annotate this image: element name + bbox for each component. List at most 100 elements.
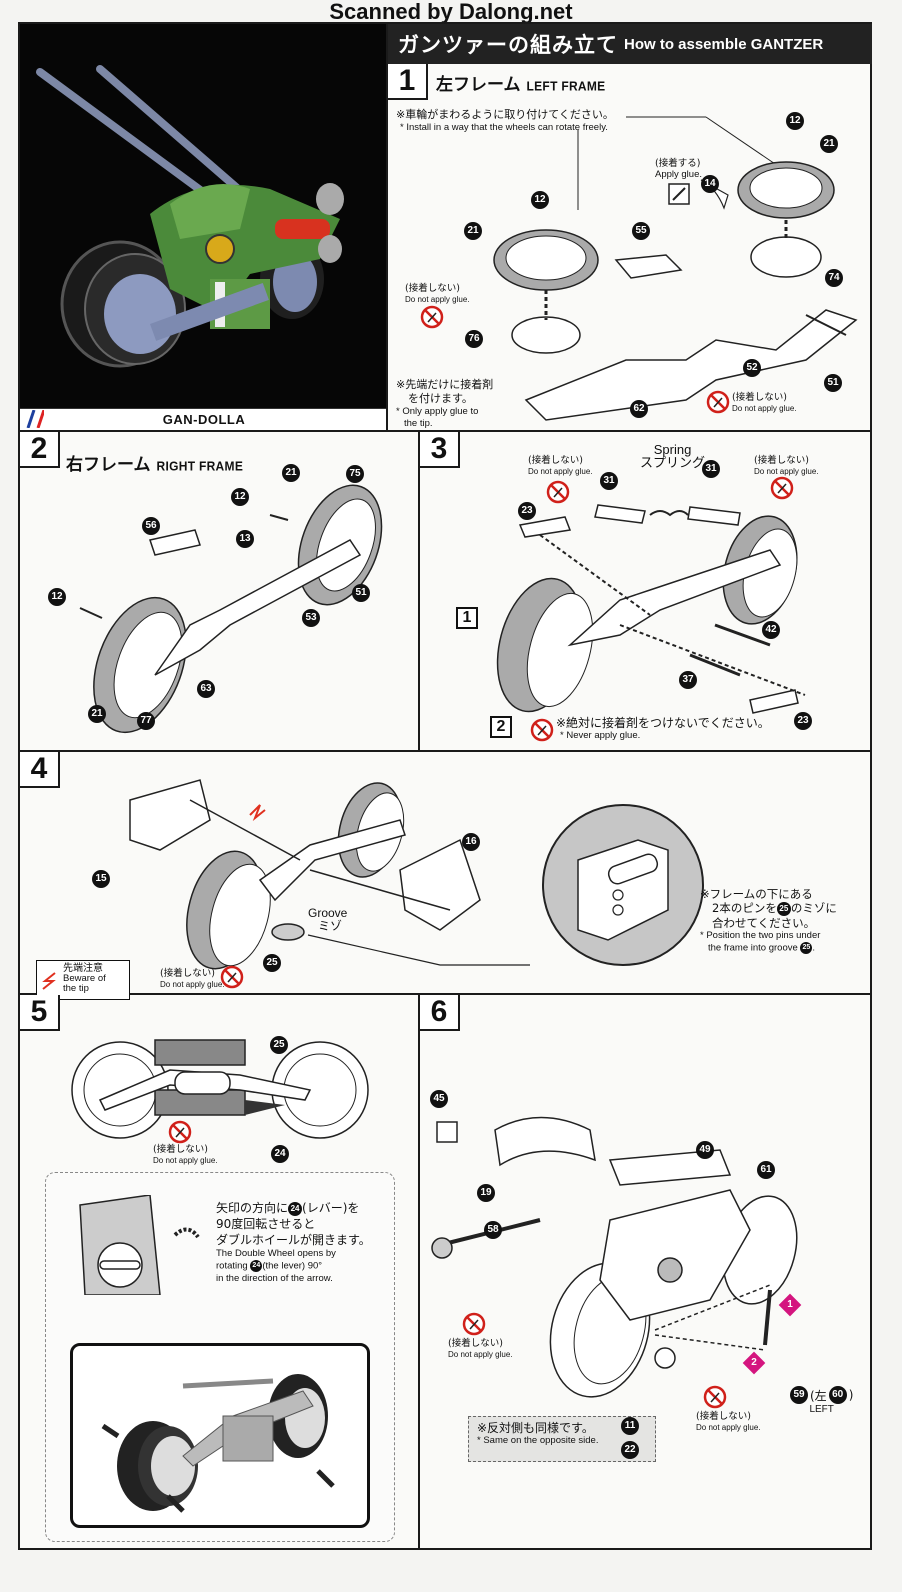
part-label: 25 [776, 901, 791, 916]
step-4-diagram [129, 779, 530, 970]
part-label: 23 [794, 712, 812, 730]
no-glue-label: (接着しない) Do not apply glue. [754, 455, 819, 476]
part-label: 51 [824, 374, 842, 392]
part-label: 23 [518, 502, 536, 520]
part-label: 16 [462, 833, 480, 851]
never-glue-note: ※絶対に接着剤をつけないでください。 * Never apply glue. [556, 716, 770, 741]
no-glue-label: (接着しない) Do not apply glue. [448, 1338, 513, 1359]
no-glue-label: (接着しない) Do not apply glue. [732, 392, 797, 413]
lever-detail-illustration [79, 1195, 200, 1295]
part-label: 74 [825, 269, 843, 287]
part-label: 19 [477, 1184, 495, 1202]
groove-detail-magnifier [542, 804, 704, 966]
no-glue-icon [706, 390, 730, 414]
part-label: 15 [92, 870, 110, 888]
product-photo [20, 24, 388, 409]
part-label: 75 [346, 465, 364, 483]
part-label: 14 [701, 175, 719, 193]
step-1-title-en: LEFT FRAME [526, 78, 606, 94]
step-marker-1: 1 [778, 1293, 802, 1317]
open-wheel-photo [70, 1343, 370, 1528]
beware-tip-legend: 先端注意 Beware of the tip [36, 960, 130, 1000]
open-wheel-illustration [101, 1374, 335, 1513]
step-2-title-en: RIGHT FRAME [156, 458, 244, 474]
step-3-diagram [496, 504, 806, 714]
step-1-title: 左フレーム LEFT FRAME [436, 70, 606, 95]
divider [20, 750, 872, 752]
divider [20, 993, 872, 995]
part-label: 51 [352, 584, 370, 602]
part-label: 24 [288, 1201, 303, 1216]
step-reference-1: 1 [456, 607, 478, 629]
step-6-diagram [431, 1116, 798, 1398]
part-label: 62 [630, 400, 648, 418]
step-marker-2: 2 [742, 1351, 766, 1375]
part-label: 22 [621, 1441, 639, 1459]
divider [418, 993, 420, 1550]
step-reference-2: 2 [490, 716, 512, 738]
no-glue-label: (接着しない) Do not apply glue. [160, 968, 225, 989]
part-label: 49 [696, 1141, 714, 1159]
divider [418, 430, 420, 750]
part-label: 21 [464, 222, 482, 240]
part-label: 55 [632, 222, 650, 240]
part-label: 25 [270, 1036, 288, 1054]
left-part-label: 59 (左 60 ) LEFT [790, 1386, 853, 1415]
part-label: 12 [48, 588, 66, 606]
no-glue-icon [420, 305, 444, 329]
part-label: 31 [702, 460, 720, 478]
sharp-tip-icon [42, 972, 56, 990]
groove-label: Groove ミゾ [308, 906, 348, 933]
no-glue-icon [546, 480, 570, 504]
part-label: 53 [302, 609, 320, 627]
step-1-title-jp: 左フレーム [436, 75, 521, 95]
step-2-title-jp: 右フレーム [66, 455, 151, 475]
part-label: 21 [820, 135, 838, 153]
no-glue-label: (接着しない) Do not apply glue. [696, 1411, 761, 1432]
step-number-4: 4 [20, 752, 60, 788]
bike-illustration [36, 65, 344, 368]
part-label: 61 [757, 1161, 775, 1179]
title-english: How to assemble GANTZER [624, 35, 824, 53]
part-label: 12 [231, 488, 249, 506]
step-number-2: 2 [20, 432, 60, 468]
no-glue-icon [220, 965, 244, 989]
part-label: 24 [250, 1260, 263, 1272]
part-label: 76 [465, 330, 483, 348]
part-label: 63 [197, 680, 215, 698]
step-2-title: 右フレーム RIGHT FRAME [66, 450, 243, 475]
part-label: 42 [762, 621, 780, 639]
part-label: 31 [600, 472, 618, 490]
part-label: 25 [263, 954, 281, 972]
step-1-tip-glue-note: ※先端だけに接着剤 を付けます。 * Only apply glue to th… [396, 378, 494, 429]
no-glue-label: (接着しない) Do not apply glue. [153, 1144, 218, 1165]
part-label: 21 [88, 705, 106, 723]
divider [386, 24, 388, 430]
step-1-diagram [493, 116, 858, 421]
step-number-3: 3 [420, 432, 460, 468]
part-label: 59 [790, 1386, 808, 1404]
part-label: 12 [786, 112, 804, 130]
part-label: 37 [679, 671, 697, 689]
no-glue-icon [770, 476, 794, 500]
part-label: 24 [271, 1145, 289, 1163]
no-glue-label: (接着しない) Do not apply glue. [405, 283, 470, 304]
no-glue-label: (接着しない) Do not apply glue. [528, 455, 593, 476]
part-label: 45 [430, 1090, 448, 1108]
tricolor-stripe-icon [26, 410, 44, 428]
step-number-1: 1 [388, 64, 428, 100]
photo-caption: GAN-DOLLA [20, 408, 388, 430]
no-glue-icon [168, 1120, 192, 1144]
apply-glue-label: (接着する) Apply glue. [655, 158, 703, 180]
no-glue-icon [530, 718, 554, 742]
page-title: ガンツァーの組み立て How to assemble GANTZER [388, 24, 872, 64]
step-number-5: 5 [20, 995, 60, 1031]
part-label: 52 [743, 359, 761, 377]
step-1-wheel-note: ※車輪がまわるように取り付けてください。 * Install in a way … [396, 108, 614, 133]
divider [20, 430, 872, 432]
part-label: 58 [484, 1221, 502, 1239]
part-label: 12 [531, 191, 549, 209]
part-label: 77 [137, 712, 155, 730]
